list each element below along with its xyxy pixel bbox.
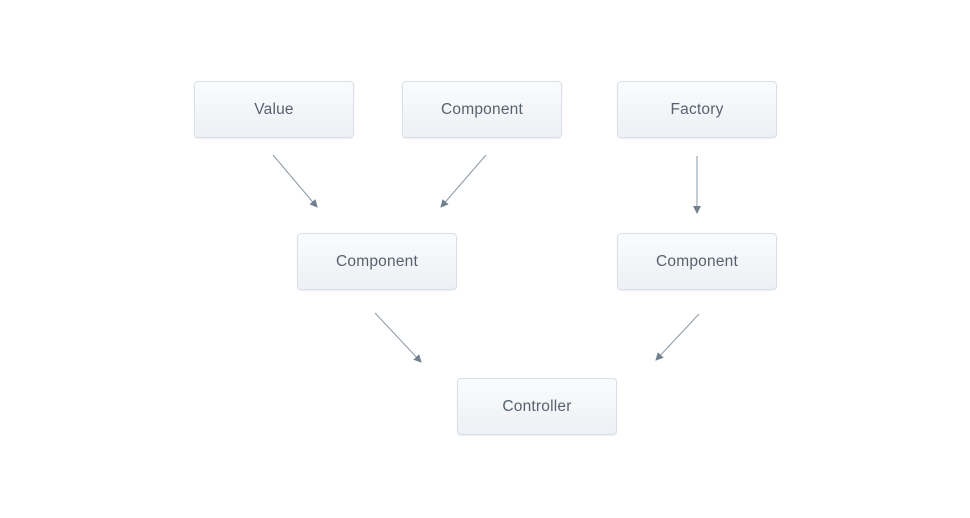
node-component-top: Component [402, 81, 562, 138]
node-controller: Controller [457, 378, 617, 435]
node-label: Component [336, 252, 418, 270]
node-component-mid-left: Component [297, 233, 457, 290]
node-label: Factory [670, 100, 724, 118]
node-label: Controller [502, 397, 572, 415]
node-factory: Factory [617, 81, 777, 138]
node-label: Component [656, 252, 738, 270]
edge-component-mid-left-to-controller [374, 312, 422, 363]
node-value: Value [194, 81, 354, 138]
node-label: Component [441, 100, 523, 118]
edge-component-mid-right-to-controller [655, 313, 700, 361]
node-label: Value [254, 100, 294, 118]
edge-component-top-to-component-mid-left [440, 154, 487, 208]
node-component-mid-right: Component [617, 233, 777, 290]
edge-value-to-component-mid-left [272, 154, 318, 208]
